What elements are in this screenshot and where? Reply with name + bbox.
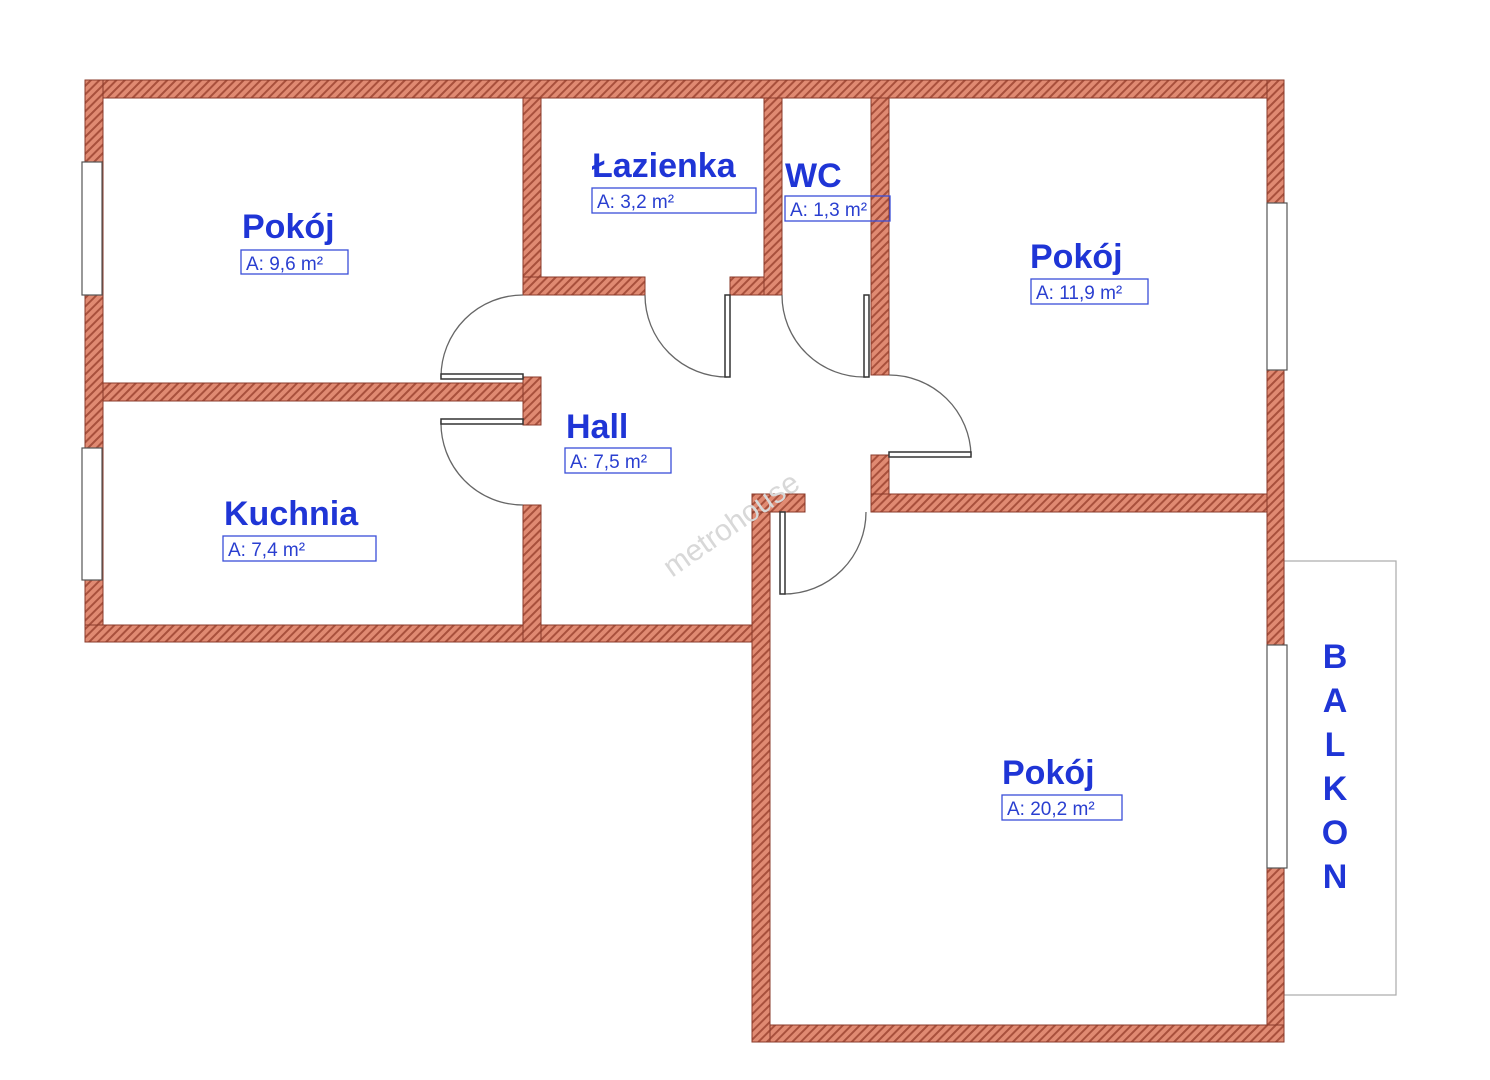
room-name: Pokój <box>1002 754 1095 792</box>
room-pokoj-3: Pokój A: 20,2 m² <box>1001 754 1123 821</box>
balcony-letter: K <box>1323 770 1348 808</box>
room-wc: WC A: 1,3 m² <box>784 157 891 222</box>
room-area: A: 20,2 m² <box>1007 799 1095 820</box>
room-area: A: 9,6 m² <box>246 254 323 275</box>
room-name: WC <box>785 157 842 195</box>
room-name: Kuchnia <box>224 495 359 533</box>
room-lazienka: Łazienka A: 3,2 m² <box>591 147 757 214</box>
room-name: Łazienka <box>592 147 737 185</box>
room-name: Pokój <box>1030 238 1123 276</box>
balcony-label: B A L K O N <box>1322 638 1348 896</box>
windows <box>81 161 1288 869</box>
room-name: Hall <box>566 408 628 446</box>
room-area: A: 7,4 m² <box>228 540 305 561</box>
balcony-letter: B <box>1323 638 1348 676</box>
room-area: A: 1,3 m² <box>790 200 867 221</box>
room-area: A: 11,9 m² <box>1036 283 1122 304</box>
room-area: A: 7,5 m² <box>570 452 647 473</box>
room-hall: Hall A: 7,5 m² <box>564 408 672 474</box>
balcony-letter: L <box>1325 726 1346 764</box>
room-name: Pokój <box>242 208 335 246</box>
balcony-letter: N <box>1323 858 1348 896</box>
balcony-outline <box>1283 560 1397 996</box>
room-area: A: 3,2 m² <box>597 192 674 213</box>
doors <box>440 294 972 595</box>
balcony-letter: A <box>1323 682 1348 720</box>
room-pokoj-1: Pokój A: 9,6 m² <box>240 208 349 275</box>
room-kuchnia: Kuchnia A: 7,4 m² <box>222 495 377 562</box>
balcony-letter: O <box>1322 814 1348 852</box>
room-pokoj-2: Pokój A: 11,9 m² <box>1030 238 1149 305</box>
